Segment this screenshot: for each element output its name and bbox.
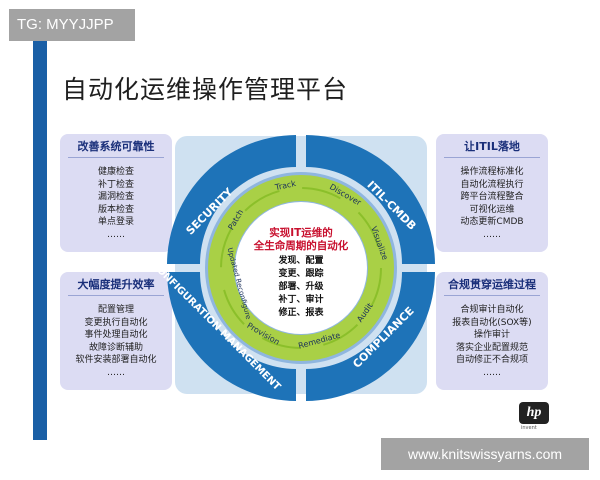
- center-line: 补丁、审计: [277, 293, 323, 305]
- card-item: 健康检查: [97, 167, 134, 177]
- card-item: 合规审计自动化: [460, 305, 524, 315]
- quadrant-config: [167, 272, 296, 401]
- quadrant-compliance: [306, 272, 435, 401]
- card-item: ……: [483, 229, 501, 240]
- card-item: 故障诊断辅助: [88, 342, 143, 353]
- card-item: 落实企业配置规范: [455, 342, 528, 353]
- card-item: 自动修正不合规项: [455, 355, 528, 365]
- center-line: 部署、升级: [278, 280, 324, 292]
- hp-tagline: invent: [521, 425, 537, 431]
- quadrant-security: [167, 135, 296, 264]
- card-item: 软件安装部署自动化: [75, 355, 157, 365]
- card-item: 动态更新CMDB: [460, 217, 524, 227]
- center-disc: [235, 202, 367, 334]
- card-item: 事件处理自动化: [84, 330, 148, 340]
- center-title-2: 全生命周期的自动化: [253, 239, 349, 252]
- card-item: 单点登录: [97, 217, 134, 227]
- card-item: 跨平台流程整合: [460, 192, 524, 202]
- card-item: 操作审计: [473, 330, 510, 340]
- center-line: 修正、报表: [277, 306, 324, 318]
- slide-title: 自动化运维操作管理平台: [62, 75, 349, 104]
- card-item: 变更执行自动化: [84, 317, 148, 328]
- card-reliability: 改善系统可靠性 健康检查 补丁检查 漏洞检查 版本检查 单点登录 ……: [60, 134, 172, 252]
- card-itil: 让ITIL落地 操作流程标准化 自动化流程执行 跨平台流程整合 可视化运维 动态…: [436, 134, 548, 252]
- card-item: ……: [107, 229, 125, 240]
- card-title: 改善系统可靠性: [68, 134, 164, 158]
- card-title: 大幅度提升效率: [68, 272, 164, 296]
- card-item: 操作流程标准化: [460, 167, 524, 177]
- card-efficiency: 大幅度提升效率 配置管理 变更执行自动化 事件处理自动化 故障诊断辅助 软件安装…: [60, 272, 172, 390]
- center-line: 变更、跟踪: [278, 267, 323, 279]
- card-item: ……: [483, 367, 501, 378]
- source-tag: TG: MYYJJPP: [9, 9, 135, 41]
- slide-left-bar: [33, 40, 47, 440]
- outer-ring: [167, 135, 435, 401]
- card-title: 让ITIL落地: [444, 134, 540, 158]
- card-item: 版本检查: [97, 204, 134, 215]
- card-item: ……: [107, 367, 125, 378]
- arrow-separators: [220, 187, 382, 349]
- hp-logo: hp: [519, 402, 549, 424]
- quadrant-itil: [306, 135, 435, 264]
- card-item: 配置管理: [97, 305, 134, 315]
- card-item: 自动化流程执行: [460, 179, 524, 190]
- card-item: 漏洞检查: [97, 192, 134, 202]
- watermark: www.knitswissyarns.com: [381, 438, 589, 470]
- center-title-1: 实现IT运维的: [269, 226, 333, 239]
- center-line: 发现、配置: [277, 254, 323, 266]
- card-title: 合规贯穿运维过程: [444, 272, 540, 296]
- card-item: 报表自动化(SOX等): [452, 317, 532, 328]
- card-item: 可视化运维: [469, 204, 515, 215]
- card-compliance: 合规贯穿运维过程 合规审计自动化 报表自动化(SOX等) 操作审计 落实企业配置…: [436, 272, 548, 390]
- card-item: 补丁检查: [97, 179, 134, 190]
